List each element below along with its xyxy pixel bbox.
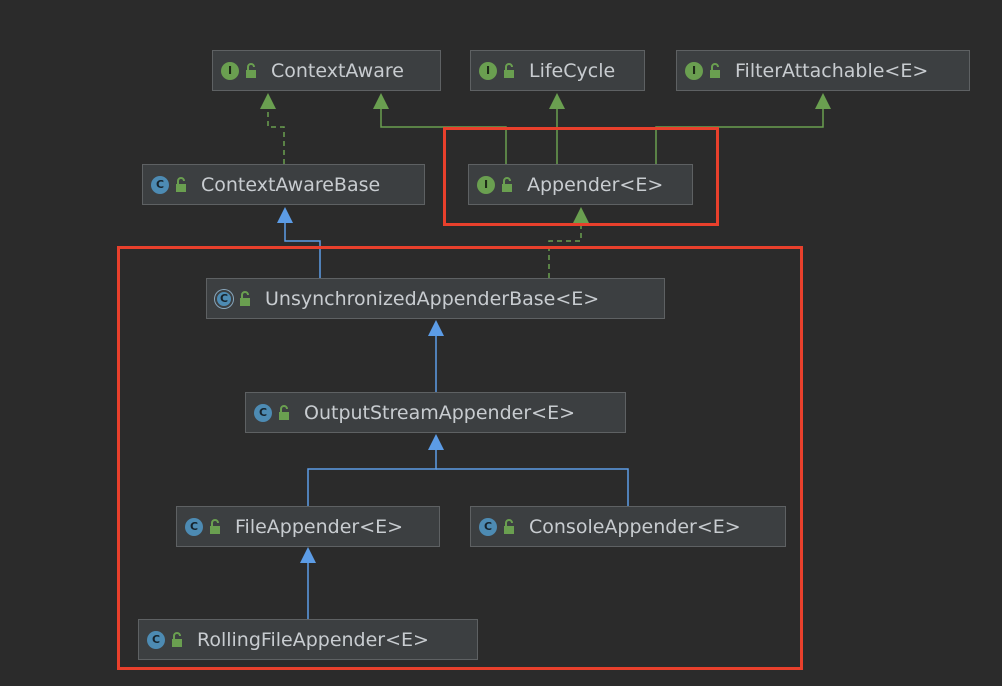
lock-icon — [502, 176, 512, 192]
node-label: OutputStreamAppender<E> — [304, 401, 576, 424]
interface-icon: I — [479, 61, 497, 80]
edge-consoleappender-extends-outputstreamappender — [436, 468, 629, 506]
lock-icon — [210, 518, 220, 534]
node-unsynchronizedappenderbase[interactable]: C UnsynchronizedAppenderBase<E> — [206, 278, 665, 319]
node-outputstreamappender[interactable]: C OutputStreamAppender<E> — [245, 392, 626, 433]
class-icon: C — [254, 403, 272, 422]
arrowhead-contextawarebase — [277, 207, 293, 223]
arrowhead-outputstreamappender — [428, 434, 444, 450]
lock-icon — [504, 62, 514, 78]
arrowhead-unsyncappenderbase — [428, 320, 444, 336]
interface-icon: I — [477, 175, 495, 194]
arrowhead-lifecycle — [549, 93, 565, 109]
node-appender[interactable]: I Appender<E> — [468, 164, 693, 205]
abstract-class-icon: C — [215, 289, 233, 308]
edge-fileappender-extends-outputstreamappender — [307, 449, 437, 506]
node-rollingfileappender[interactable]: C RollingFileAppender<E> — [138, 619, 478, 660]
node-label: FileAppender<E> — [235, 515, 404, 538]
lock-icon — [710, 62, 720, 78]
arrowhead-fileappender — [300, 547, 316, 563]
node-label: ContextAwareBase — [201, 173, 381, 196]
interface-icon: I — [221, 61, 239, 80]
lock-icon — [240, 290, 250, 306]
node-label: ConsoleAppender<E> — [529, 515, 741, 538]
interface-icon: I — [685, 61, 703, 80]
arrowhead-contextaware-from-appender — [373, 93, 389, 109]
class-icon: C — [479, 517, 497, 536]
class-icon: C — [151, 175, 169, 194]
node-lifecycle[interactable]: I LifeCycle — [470, 50, 645, 91]
lock-icon — [504, 518, 514, 534]
node-label: LifeCycle — [529, 59, 616, 82]
node-label: RollingFileAppender<E> — [197, 628, 429, 651]
arrowhead-contextaware — [260, 93, 276, 109]
node-filterattachable[interactable]: I FilterAttachable<E> — [676, 50, 970, 91]
class-icon: C — [147, 630, 165, 649]
node-contextawarebase[interactable]: C ContextAwareBase — [142, 164, 425, 205]
node-fileappender[interactable]: C FileAppender<E> — [176, 506, 440, 547]
lock-icon — [246, 62, 256, 78]
edge-appender-extends-filterattachable — [655, 108, 824, 164]
arrowhead-appender — [573, 207, 589, 223]
node-contextaware[interactable]: I ContextAware — [212, 50, 441, 91]
node-label: Appender<E> — [527, 173, 664, 196]
edge-unsyncappenderbase-implements-appender — [548, 222, 582, 278]
node-label: UnsynchronizedAppenderBase<E> — [265, 287, 600, 310]
edge-contextawarebase-implements-contextaware — [267, 108, 285, 164]
class-icon: C — [185, 517, 203, 536]
node-label: FilterAttachable<E> — [735, 59, 929, 82]
highlight-box-appender-implementations — [117, 246, 803, 670]
lock-icon — [172, 631, 182, 647]
node-consoleappender[interactable]: C ConsoleAppender<E> — [470, 506, 786, 547]
highlight-box-appender — [443, 127, 719, 226]
node-label: ContextAware — [271, 59, 404, 82]
lock-icon — [279, 404, 289, 420]
lock-icon — [176, 176, 186, 192]
arrowhead-filterattachable — [815, 93, 831, 109]
edge-unsyncappenderbase-extends-contextawarebase — [284, 222, 321, 278]
